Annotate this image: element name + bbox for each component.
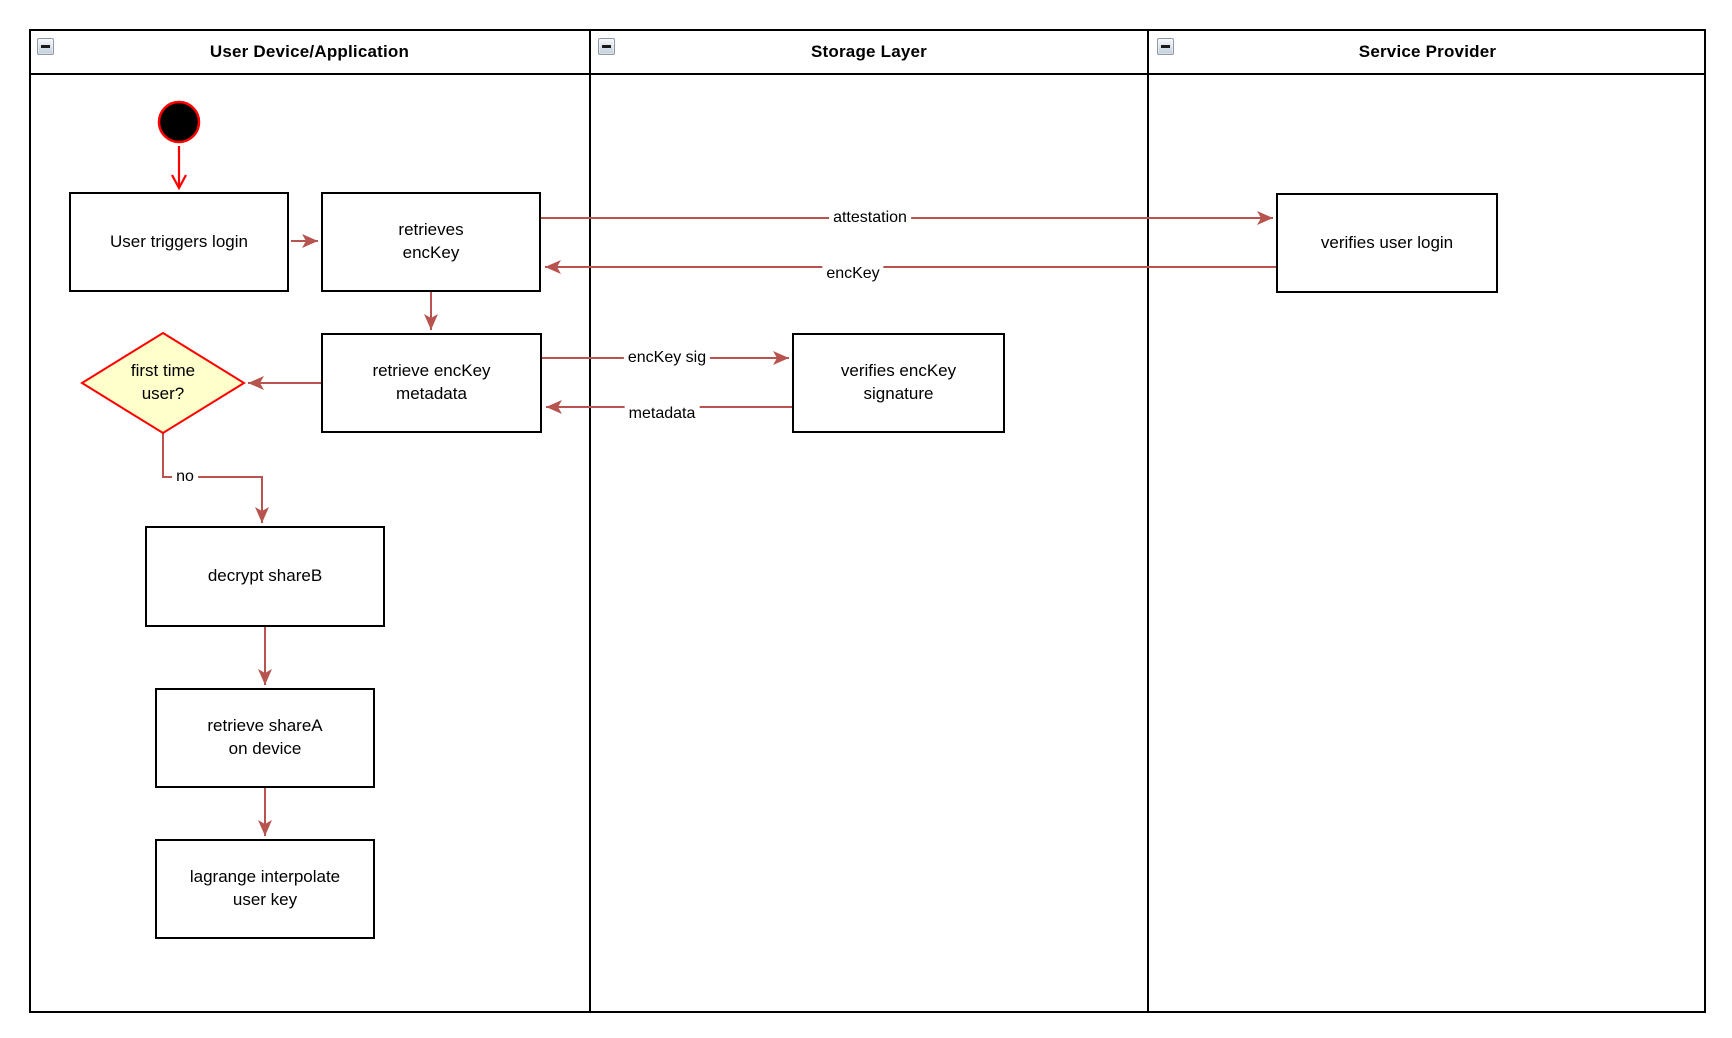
lane-title: Service Provider [1358, 42, 1497, 61]
lane-header-separator [29, 73, 1706, 75]
node-verifies-user-login: verifies user login [1276, 193, 1498, 293]
minus-icon [1161, 45, 1170, 48]
lane-header-user-device: User Device/Application [31, 31, 588, 73]
edge-no-branch [162, 433, 269, 523]
lane-divider-1 [589, 29, 591, 1013]
decision-first-time-user [80, 331, 246, 435]
pool-frame [29, 29, 1706, 1013]
node-decrypt-shareb: decrypt shareB [145, 526, 385, 627]
start-node [157, 100, 201, 144]
node-lagrange-interpolate: lagrange interpolate user key [155, 839, 375, 939]
edge-label-enckey: encKey [822, 263, 884, 285]
collapse-button-user-device[interactable] [37, 38, 54, 55]
lane-title: Storage Layer [811, 42, 927, 61]
edge-label-attestation: attestation [829, 207, 911, 229]
node-retrieves-enckey: retrieves encKey [321, 192, 541, 292]
lane-divider-2 [1147, 29, 1149, 1013]
minus-icon [41, 45, 50, 48]
edge-label-enckey-sig: encKey sig [623, 347, 711, 369]
collapse-button-service-provider[interactable] [1157, 38, 1174, 55]
node-retrieve-sharea: retrieve shareA on device [155, 688, 375, 788]
decision-label: first time user? [130, 361, 196, 403]
edge-label-metadata: metadata [624, 403, 700, 425]
minus-icon [602, 45, 611, 48]
node-user-triggers-login: User triggers login [69, 192, 289, 292]
node-verifies-enckey-signature: verifies encKey signature [792, 333, 1005, 433]
edge-label-no: no [172, 466, 198, 488]
collapse-button-storage-layer[interactable] [598, 38, 615, 55]
lane-header-service-provider: Service Provider [1150, 31, 1705, 73]
lane-header-storage-layer: Storage Layer [592, 31, 1146, 73]
node-retrieve-enckey-metadata: retrieve encKey metadata [321, 333, 542, 433]
lane-title: User Device/Application [209, 42, 410, 61]
